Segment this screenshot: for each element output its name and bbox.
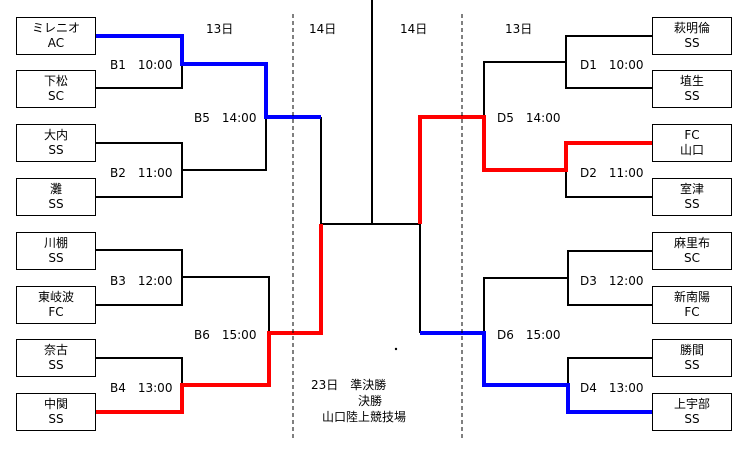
bracket-red-lines: [96, 115, 652, 414]
team-suffix: SS: [48, 412, 64, 426]
team-suffix: SS: [684, 412, 700, 426]
team-name: 麻里布: [673, 236, 710, 250]
team-box: 萩明倫 SS: [652, 17, 732, 55]
team-box: 中関 SS: [16, 393, 96, 431]
venue-label: 山口陸上競技場: [322, 410, 407, 424]
day-label-left-14: 14日: [309, 22, 337, 36]
team-suffix: SS: [684, 36, 700, 50]
match-label-b4: B4 13:00: [110, 381, 173, 395]
line-b1-lower: [96, 64, 183, 89]
bracket-blue-lines: [96, 34, 652, 414]
match-label-b6: B6 15:00: [194, 328, 257, 342]
team-name: 灘: [49, 182, 62, 196]
match-label-d3: D3 12:00: [580, 274, 644, 288]
line-d1-out: [483, 61, 566, 117]
team-box: 勝間 SS: [652, 339, 732, 377]
team-suffix: 山口: [679, 143, 704, 157]
team-name: ミレニオ: [31, 21, 80, 35]
path-blue-left: [96, 34, 321, 119]
line-d3-out: [483, 277, 568, 333]
day-label-right-13: 13日: [505, 22, 533, 36]
team-suffix: AC: [47, 36, 65, 50]
team-name: 上宇部: [673, 397, 710, 411]
match-label-b5: B5 14:00: [194, 111, 257, 125]
match-label-d6: D6 15:00: [497, 328, 561, 342]
team-box: 下松 SC: [16, 70, 96, 108]
team-box: 上宇部 SS: [652, 393, 732, 431]
team-name: FC: [684, 128, 700, 142]
path-blue-right: [420, 331, 652, 414]
team-suffix: SS: [48, 358, 64, 372]
path-red-right: [418, 115, 652, 224]
team-name: 新南陽: [673, 290, 710, 304]
team-name: 勝間: [679, 343, 704, 357]
line-b4-upper: [96, 357, 183, 385]
team-name: 埴生: [679, 74, 704, 88]
match-label-b2: B2 11:00: [110, 166, 173, 180]
team-suffix: SC: [684, 251, 700, 265]
final-label: 決勝: [358, 394, 383, 408]
team-box: 新南陽 FC: [652, 286, 732, 324]
team-name: 東岐波: [37, 290, 74, 304]
team-name: 川棚: [43, 236, 68, 250]
team-name: 奈古: [43, 343, 68, 357]
team-box: FC 山口: [652, 124, 732, 162]
day-dividers: [292, 14, 463, 440]
team-suffix: SS: [684, 197, 700, 211]
team-name: 中関: [43, 397, 68, 411]
team-name: 大内: [43, 128, 68, 142]
line-d2-lower: [565, 170, 652, 198]
team-box: 室津 SS: [652, 178, 732, 216]
team-name: 萩明倫: [673, 21, 710, 35]
path-red-left: [96, 224, 323, 414]
final-date-label: 23日 準決勝: [311, 378, 387, 392]
match-label-d5: D5 14:00: [497, 111, 561, 125]
team-name: 室津: [679, 182, 704, 196]
day-label-right-14: 14日: [400, 22, 428, 36]
day-label-left-13: 13日: [206, 22, 234, 36]
match-label-d1: D1 10:00: [580, 58, 644, 72]
match-label-d4: D4 13:00: [580, 381, 644, 395]
team-suffix: SS: [48, 251, 64, 265]
match-label-d2: D2 11:00: [580, 166, 644, 180]
team-suffix: SS: [684, 89, 700, 103]
line-b2-out: [182, 117, 267, 171]
team-box: ミレニオ AC: [16, 17, 96, 55]
team-box: 大内 SS: [16, 124, 96, 162]
team-box: 川棚 SS: [16, 232, 96, 270]
team-suffix: SS: [684, 358, 700, 372]
center-dot: [394, 347, 398, 351]
team-box: 東岐波 FC: [16, 286, 96, 324]
team-suffix: SC: [48, 89, 64, 103]
team-name: 下松: [43, 74, 68, 88]
team-box: 灘 SS: [16, 178, 96, 216]
line-d4-upper: [567, 357, 652, 385]
team-box: 埴生 SS: [652, 70, 732, 108]
team-suffix: FC: [684, 305, 700, 319]
team-suffix: SS: [48, 197, 64, 211]
match-label-b1: B1 10:00: [110, 58, 173, 72]
team-suffix: SS: [48, 143, 64, 157]
team-box: 奈古 SS: [16, 339, 96, 377]
team-box: 麻里布 SC: [652, 232, 732, 270]
line-b3-out: [182, 276, 270, 333]
bracket-black-lines: [96, 0, 652, 385]
team-suffix: FC: [48, 305, 64, 319]
match-label-b3: B3 12:00: [110, 274, 173, 288]
